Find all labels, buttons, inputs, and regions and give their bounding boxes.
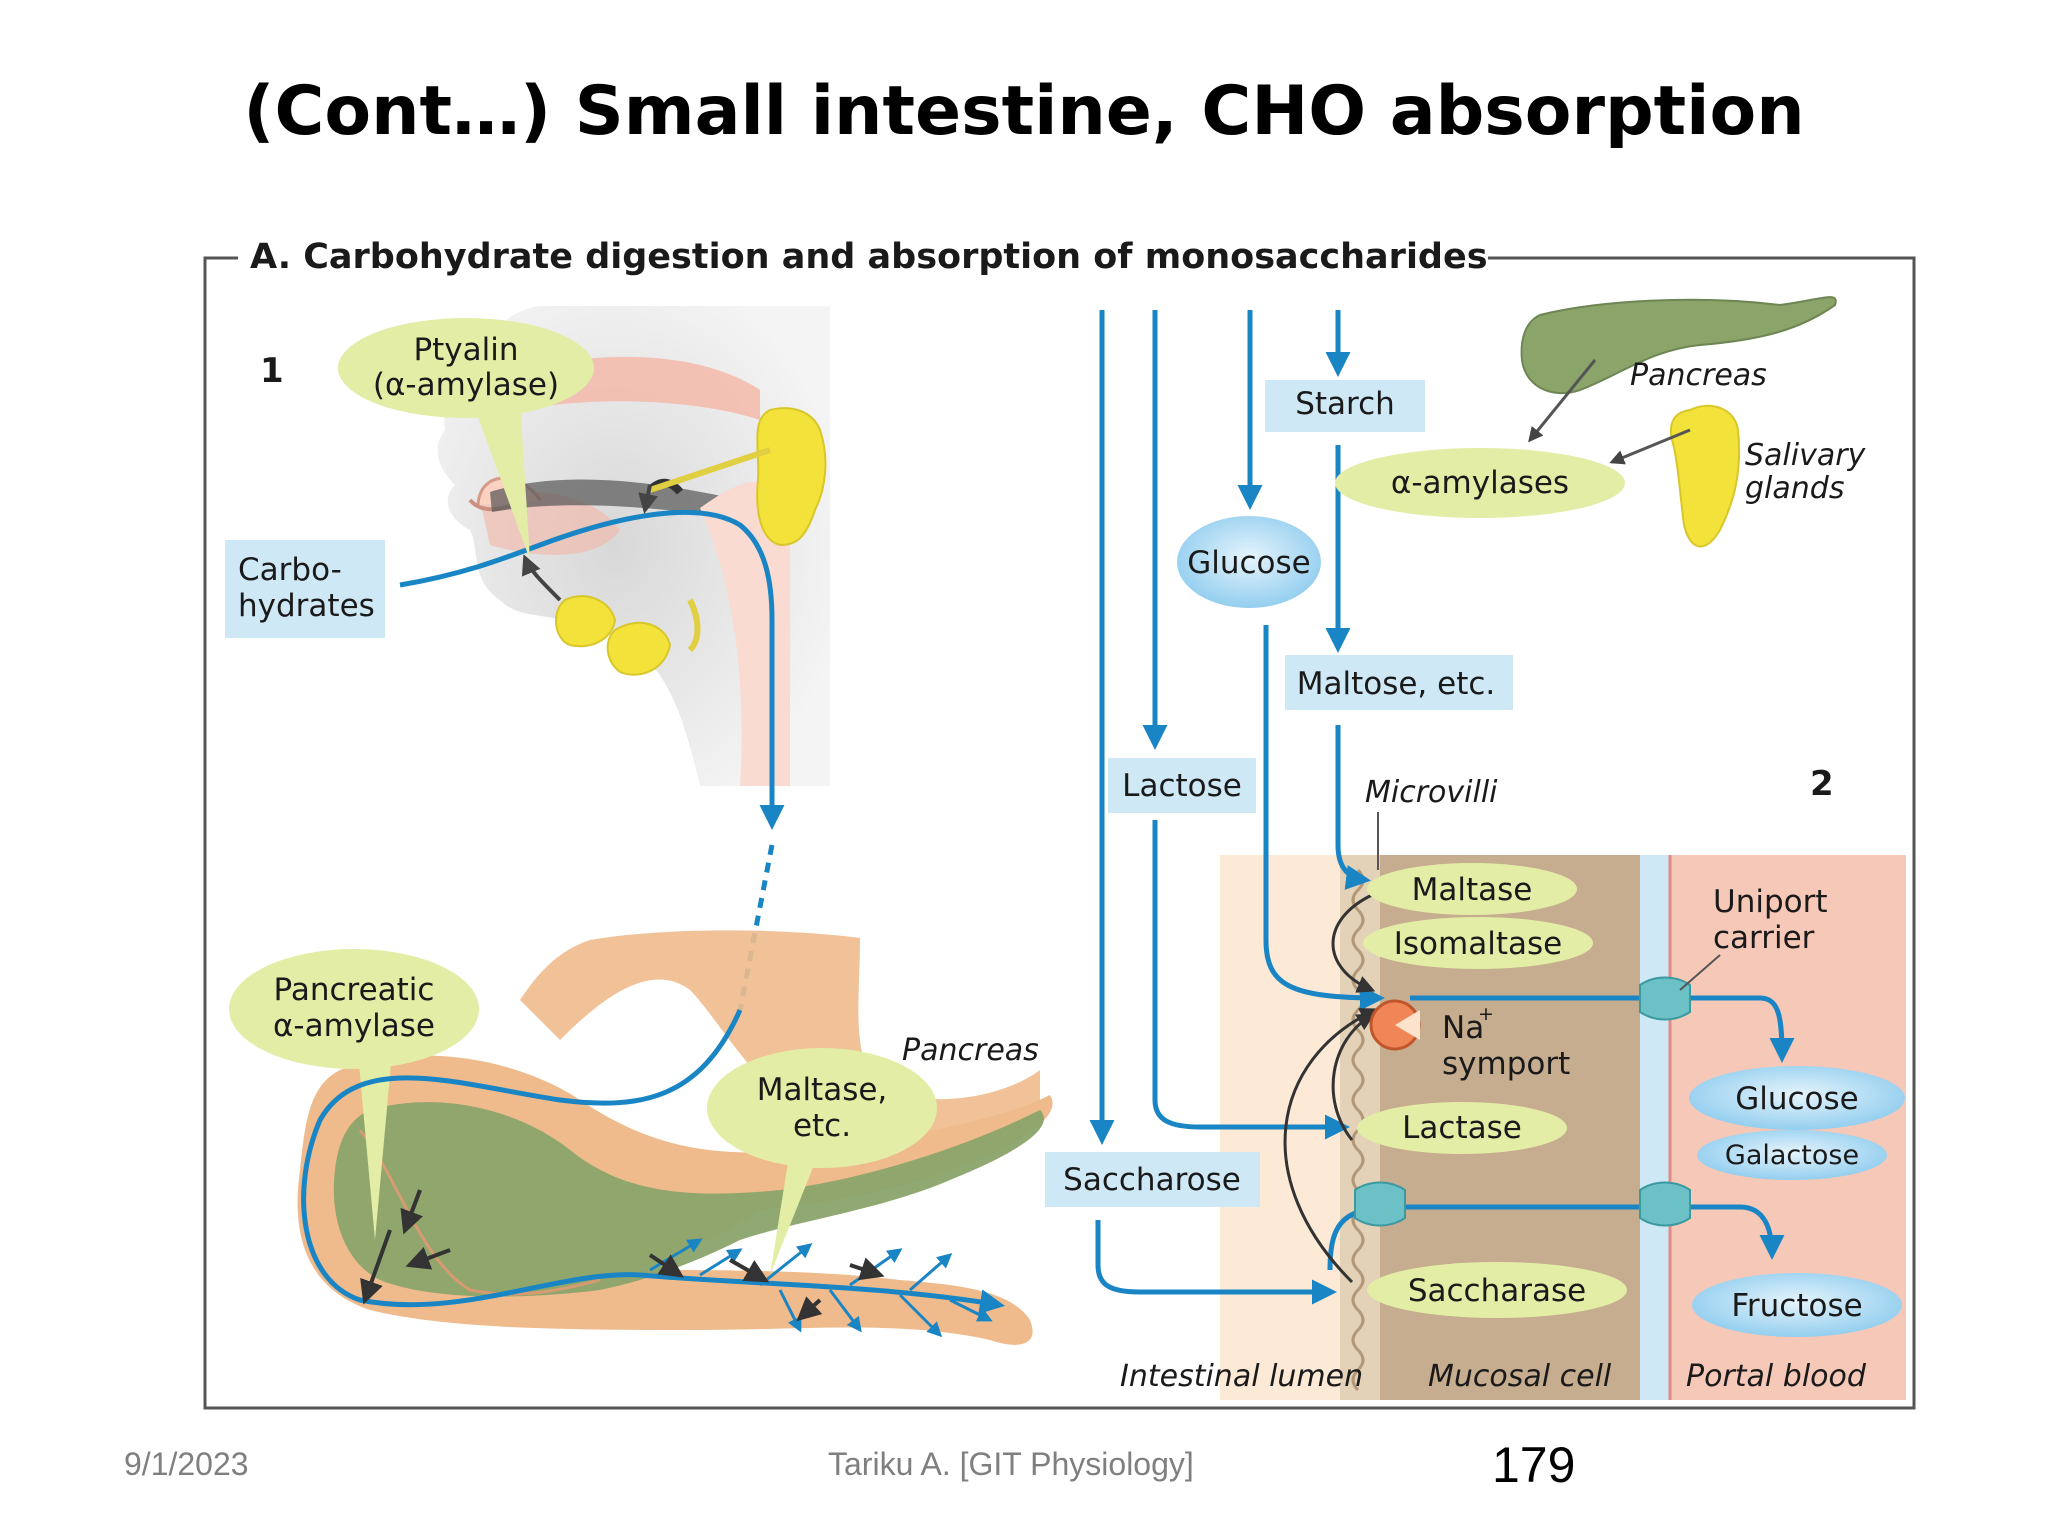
enzyme-action-arrows (360, 1189, 885, 1322)
svg-text:(α-amylase): (α-amylase) (373, 367, 559, 403)
svg-text:Ptyalin: Ptyalin (413, 332, 518, 368)
svg-text:symport: symport (1442, 1046, 1570, 1082)
salivary-glands-label-1: Salivary (1745, 438, 1867, 473)
intestinal-lumen-label: Intestinal lumen (1120, 1359, 1363, 1394)
uniport-carrier-pointer (1679, 954, 1721, 991)
svg-text:Galactose: Galactose (1725, 1140, 1859, 1171)
pancreas-label-left: Pancreas (902, 1033, 1039, 1068)
svg-text:Maltase: Maltase (1412, 872, 1533, 908)
svg-text:Maltase,: Maltase, (757, 1072, 888, 1108)
svg-text:Maltose, etc.: Maltose, etc. (1297, 666, 1496, 702)
svg-text:Na: Na (1442, 1010, 1484, 1046)
glucose-blood-label: Glucose (1689, 1066, 1905, 1130)
salivary-gland-illustration-right (1670, 404, 1741, 548)
ptyalin-arrow (521, 554, 562, 602)
lactase-label: Lactase (1357, 1102, 1567, 1154)
svg-text:Starch: Starch (1295, 386, 1395, 422)
figure-heading: A. Carbohydrate digestion and absorption… (250, 237, 1488, 277)
salivary-gland-illustration (555, 407, 827, 676)
svg-text:hydrates: hydrates (238, 588, 375, 624)
glucose-lumen-label: Glucose (1177, 516, 1321, 608)
svg-text:Saccharase: Saccharase (1408, 1273, 1586, 1309)
uniport-carrier-label: Uniport carrier (1713, 884, 1828, 956)
flow-mouth-to-stomach (399, 509, 785, 830)
salivary-glands-label-2: glands (1745, 471, 1844, 506)
isomaltase-label: Isomaltase (1363, 917, 1593, 969)
flow-glucose-to-blood (1410, 995, 1795, 1063)
svg-text:+: + (1478, 1003, 1494, 1025)
saccharase-label: Saccharase (1367, 1262, 1627, 1318)
svg-text:Carbo-: Carbo- (238, 552, 342, 588)
svg-text:etc.: etc. (793, 1108, 851, 1144)
svg-text:Saccharose: Saccharose (1063, 1162, 1241, 1198)
footer-author: Tariku A. [GIT Physiology] (828, 1446, 1194, 1482)
panel-2-number: 2 (1810, 764, 1834, 804)
flow-through-intestine (301, 1008, 1005, 1315)
starch-label: Starch (1265, 380, 1425, 432)
pancreas-label-right: Pancreas (1630, 358, 1767, 393)
carbohydrates-label: Carbo- hydrates (225, 540, 385, 638)
uniport-carrier-glucose (1639, 976, 1691, 1021)
saliva-arrow (638, 484, 658, 514)
svg-text:Isomaltase: Isomaltase (1394, 926, 1562, 962)
svg-text:Lactase: Lactase (1402, 1110, 1522, 1146)
uniport-carrier-fructose-lumen (1354, 1181, 1406, 1227)
svg-text:Uniport: Uniport (1713, 884, 1828, 920)
pancreas-illustration-right (1520, 296, 1837, 395)
page-number: 179 (1492, 1437, 1576, 1493)
pancreatic-amylase-label: Pancreatic α-amylase (229, 949, 479, 1240)
panel-1-number: 1 (260, 351, 284, 391)
pancreas-to-amylase-arrow (1528, 359, 1597, 443)
lactose-label: Lactose (1108, 758, 1256, 813)
maltase-label: Maltase (1367, 863, 1577, 915)
svg-text:Lactose: Lactose (1122, 768, 1242, 804)
svg-text:Fructose: Fructose (1731, 1288, 1862, 1324)
uniport-carrier-fructose-blood (1639, 1181, 1691, 1227)
footer-date: 9/1/2023 (124, 1446, 249, 1482)
ptyalin-label: Ptyalin (α-amylase) (338, 318, 594, 560)
alpha-amylases-label: α-amylases (1335, 448, 1625, 518)
monosaccharide-release-arrows (1283, 893, 1379, 1284)
svg-text:carrier: carrier (1713, 920, 1815, 956)
microvilli-label: Microvilli (1365, 775, 1498, 810)
portal-blood-label: Portal blood (1686, 1359, 1867, 1394)
svg-text:Pancreatic: Pancreatic (274, 972, 435, 1008)
maltose-etc-label: Maltose, etc. (1285, 655, 1513, 710)
salivary-to-amylase-arrow (1609, 428, 1691, 465)
na-symport-transporter (1369, 999, 1421, 1051)
svg-text:Glucose: Glucose (1187, 545, 1311, 581)
flow-maltose-to-maltase (1335, 725, 1371, 890)
slide-title: (Cont…) Small intestine, CHO absorption (243, 72, 1805, 151)
na-symport-label: Na + symport (1442, 1003, 1570, 1082)
flow-saccharose-to-saccharase (1095, 1220, 1337, 1305)
flow-lactose-to-lactase (1152, 820, 1350, 1140)
flow-glucose-to-symport (1263, 625, 1385, 1011)
galactose-label: Galactose (1697, 1130, 1887, 1180)
svg-text:α-amylase: α-amylase (273, 1008, 435, 1044)
maltase-etc-label: Maltase, etc. (707, 1048, 937, 1275)
svg-text:α-amylases: α-amylases (1391, 465, 1569, 501)
figure-frame: A. Carbohydrate digestion and absorption… (203, 237, 1916, 1410)
saccharose-label: Saccharose (1045, 1152, 1260, 1207)
mucosal-cell-label: Mucosal cell (1428, 1359, 1612, 1394)
svg-text:Glucose: Glucose (1735, 1081, 1859, 1117)
fructose-label: Fructose (1692, 1273, 1902, 1337)
